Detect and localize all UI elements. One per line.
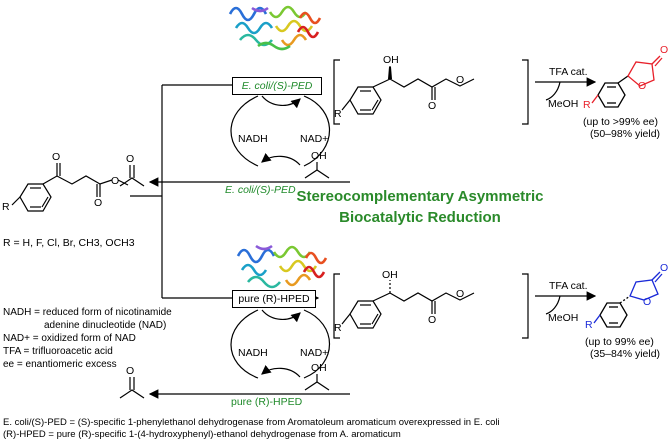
bottom-enzyme-box: pure (R)-HPED [232, 290, 316, 308]
top-nadh-label: NADH [238, 133, 268, 145]
bottom-cofactor-cycle [148, 309, 350, 399]
top-intermediate-o-label: O [428, 100, 437, 112]
acetone-top [119, 165, 145, 187]
substrate-ome-o-label: O [111, 175, 120, 187]
bottom-intermediate-o-label: O [428, 314, 437, 326]
starting-ketoester [11, 163, 129, 212]
top-product-ring-o-label: O [638, 80, 647, 92]
acetone-bottom-o-label: O [126, 365, 135, 377]
bottom-yield-label: (35–84% yield) [590, 348, 661, 360]
acetone-bottom [119, 377, 145, 399]
top-stereo-wedge [388, 67, 392, 79]
acetone-top-o-label: O [126, 153, 135, 165]
bottom-intermediate-ome-label: O [456, 288, 465, 300]
bottom-product-ring-o-label: O [643, 296, 652, 308]
scheme-title: Stereocomplementary Asymmetric Biocataly… [255, 186, 585, 228]
top-tfa-label: TFA cat. [549, 66, 588, 78]
title-line-1: Stereocomplementary Asymmetric [296, 188, 544, 205]
bottom-hydroxy-ester [333, 273, 529, 339]
top-meoh-label: MeOH [548, 98, 579, 110]
bottom-intermediate-r-label: R [334, 322, 342, 334]
title-line-2: Biocatalytic Reduction [339, 209, 501, 226]
top-enzyme-regen-label: E. coli/(S)-PED [225, 184, 296, 196]
bottom-tfa-label: TFA cat. [549, 280, 588, 292]
legend-nadh: NADH = reduced form of nicotinamide [3, 307, 172, 318]
legend-nadh-cont: adenine dinucleotide (NAD) [44, 320, 167, 331]
legend-nad: NAD+ = oxidized form of NAD [3, 333, 136, 344]
legend-ee: ee = enantiomeric excess [3, 359, 117, 370]
top-cofactor-cycle [148, 95, 350, 187]
r-hped-protein-structure [236, 244, 328, 289]
bottom-nadh-label: NADH [238, 347, 268, 359]
bottom-nad-label: NAD+ [300, 347, 329, 359]
top-yield-label: (50–98% yield) [590, 128, 661, 140]
bottom-product-r-label: R [585, 319, 593, 331]
substrate-keto-o-label: O [52, 151, 61, 163]
top-ee-label: (up to >99% ee) [583, 116, 659, 128]
isopropanol-bottom [304, 374, 330, 391]
bottom-product-carbonyl-o-label: O [660, 262, 669, 274]
isopropanol-bottom-oh-label: OH [311, 362, 327, 374]
bottom-lactone-product [593, 271, 663, 328]
isopropanol-top [304, 162, 330, 179]
top-product-r-label: R [583, 99, 591, 111]
top-product-carbonyl-o-label: O [660, 44, 669, 56]
footnote-r-hped: (R)-HPED = pure (R)-specific 1-(4-hydrox… [3, 429, 401, 440]
isopropanol-top-oh-label: OH [311, 150, 327, 162]
top-lactone-product [591, 55, 663, 108]
top-hydroxy-ester [333, 59, 529, 125]
substrate-ester-o-label: O [94, 197, 103, 209]
bottom-ee-label: (up to 99% ee) [585, 336, 654, 348]
legend-tfa: TFA = trifluoroacetic acid [3, 346, 113, 357]
s-ped-protein-structure [228, 5, 322, 51]
bottom-enzyme-regen-label: pure (R)-HPED [231, 396, 303, 408]
top-oh-label: OH [383, 54, 399, 66]
substituent-list: R = H, F, Cl, Br, CH3, OCH3 [3, 237, 135, 249]
bottom-meoh-label: MeOH [548, 312, 579, 324]
top-intermediate-ome-label: O [456, 74, 465, 86]
top-enzyme-box: E. coli/(S)-PED [232, 77, 322, 95]
top-tfa-arrow [535, 77, 597, 101]
top-intermediate-r-label: R [334, 108, 342, 120]
bottom-oh-label: OH [382, 269, 398, 281]
substrate-r-label: R [2, 201, 10, 213]
bottom-tfa-arrow [535, 291, 597, 315]
top-nad-label: NAD+ [300, 133, 329, 145]
footnote-s-ped: E. coli/(S)-PED = (S)-specific 1-phenyle… [3, 417, 500, 428]
